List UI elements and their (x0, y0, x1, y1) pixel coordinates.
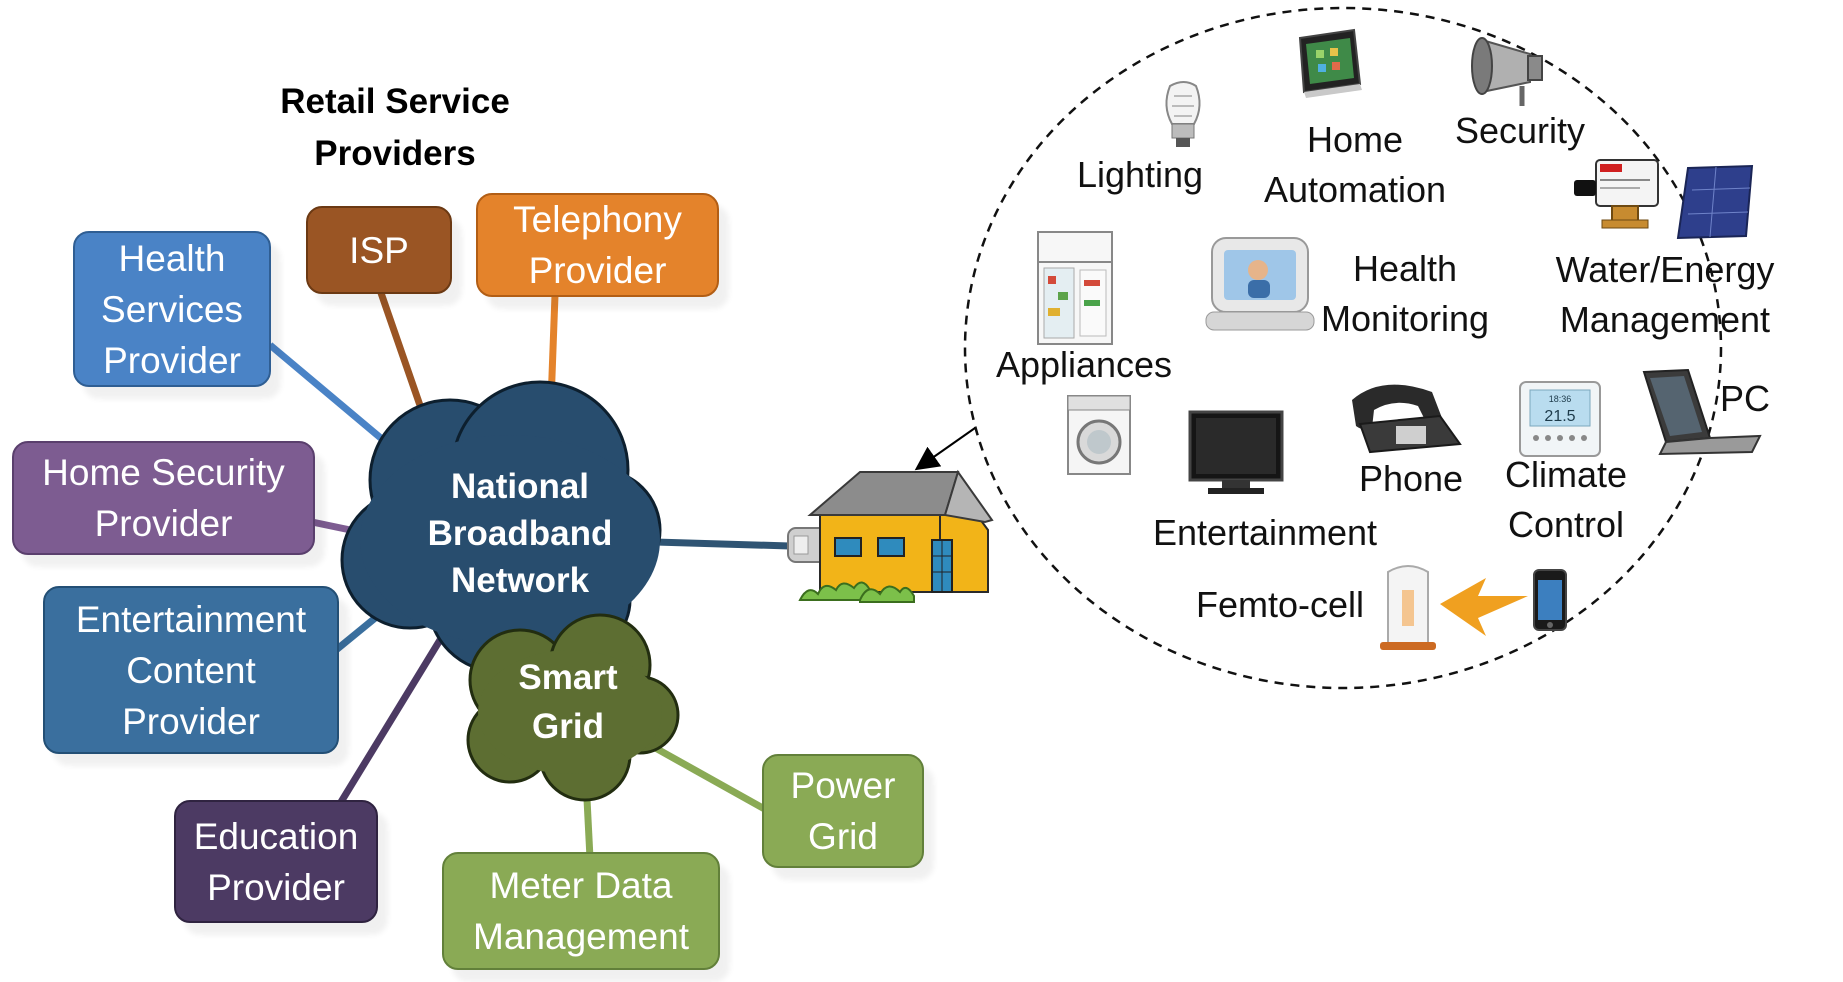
nbn-label-line1: National (451, 467, 589, 506)
thermostat-time: 18:36 (1549, 394, 1572, 404)
smart-grid-label-line2: Grid (532, 707, 604, 746)
power-grid-line1: Power (790, 765, 896, 806)
health-monitoring-line2: Monitoring (1320, 298, 1490, 339)
health-monitoring-line1: Health (1352, 248, 1458, 289)
isp-line1: ISP (349, 229, 409, 271)
home-automation-line1: Home (1306, 119, 1404, 160)
appliances-label: Appliances (984, 340, 1184, 390)
education-line2: Provider (207, 866, 345, 908)
climate-line1: Climate (1504, 454, 1628, 495)
home-network-ellipse (963, 6, 1723, 690)
phone-label: Phone (1346, 454, 1476, 504)
nbn-cloud (340, 380, 662, 674)
smart-grid-cloud (466, 613, 680, 802)
education-line1: Education (193, 815, 359, 857)
water-energy-label: Water/Energy Management (1530, 245, 1800, 345)
water-energy-line2: Management (1559, 299, 1771, 340)
entertainment-content-provider-box: Entertainment Content Provider (43, 586, 339, 754)
meter-data-line2: Management (473, 916, 689, 957)
education-connector (327, 638, 443, 822)
lighting-label: Lighting (1070, 150, 1210, 200)
femtocell-text: Femto-cell (1195, 584, 1365, 625)
house-connector (654, 538, 791, 550)
title-line2: Providers (314, 134, 476, 173)
meter-data-management-box: Meter Data Management (442, 852, 720, 970)
entertainment-device-text: Entertainment (1152, 512, 1378, 553)
thermostat-temp: 21.5 (1544, 408, 1575, 425)
power-grid-box: Power Grid (762, 754, 924, 868)
phone-text: Phone (1358, 458, 1464, 499)
telephony-line1: Telephony (513, 199, 682, 240)
isp-box: ISP (306, 206, 452, 294)
entertainment-line2: Content (126, 649, 256, 691)
home-security-provider-box: Home Security Provider (12, 441, 315, 555)
telephony-provider-box: Telephony Provider (476, 193, 719, 297)
home-automation-line2: Automation (1263, 169, 1447, 210)
smart-grid-label-line1: Smart (518, 658, 618, 697)
health-monitor-icon (1205, 237, 1315, 331)
solar-panel-icon (1676, 164, 1754, 240)
laptop-icon (1642, 368, 1762, 456)
network-terminal-icon (787, 527, 829, 563)
entertainment-line3: Provider (122, 700, 260, 742)
washing-machine-icon (1067, 395, 1131, 475)
water-meter-icon (1574, 159, 1659, 229)
phone-icon (1352, 384, 1462, 454)
home-security-line1: Home Security (42, 452, 285, 493)
health-line2: Services (101, 288, 243, 330)
security-siren-icon (1471, 37, 1543, 106)
home-automation-label: Home Automation (1240, 115, 1470, 215)
smartphone-icon (1533, 569, 1567, 631)
entertainment-device-label: Entertainment (1130, 508, 1400, 558)
femtocell-icon (1380, 565, 1436, 650)
climate-line2: Control (1507, 504, 1625, 545)
nbn-label-line2: Broadband (428, 514, 613, 553)
house-icon (798, 469, 994, 603)
pc-label: PC (1710, 374, 1780, 424)
thermostat-icon: 18:36 21.5 (1519, 381, 1601, 457)
climate-control-label: Climate Control (1486, 450, 1646, 550)
health-monitoring-label: Health Monitoring (1300, 244, 1510, 344)
nbn-label-line3: Network (451, 561, 590, 600)
light-bulb-icon (1165, 81, 1201, 147)
health-line3: Provider (103, 339, 241, 381)
security-label: Security (1440, 106, 1600, 156)
home-security-line2: Provider (94, 503, 233, 544)
television-icon (1188, 410, 1284, 494)
telephony-line2: Provider (528, 250, 667, 291)
tablet-icon (1298, 28, 1362, 98)
pc-text: PC (1719, 378, 1770, 419)
retail-service-providers-title: Retail Service Providers (250, 76, 540, 180)
health-services-provider-box: Health Services Provider (73, 231, 271, 387)
refrigerator-icon (1037, 231, 1113, 345)
water-energy-line1: Water/Energy (1555, 249, 1775, 290)
meter-data-line1: Meter Data (489, 865, 673, 906)
wireless-arrows-icon (1440, 578, 1528, 636)
femtocell-label: Femto-cell (1180, 580, 1380, 630)
health-connector (267, 342, 398, 453)
entertainment-line1: Entertainment (75, 598, 307, 640)
health-line1: Health (118, 237, 226, 279)
lighting-text: Lighting (1076, 154, 1204, 195)
appliances-text: Appliances (995, 344, 1173, 385)
title-line1: Retail Service (280, 82, 510, 121)
zoom-arrow (914, 427, 976, 471)
power-grid-connector (648, 741, 772, 816)
education-provider-box: Education Provider (174, 800, 378, 923)
power-grid-line2: Grid (808, 816, 878, 857)
security-text: Security (1454, 110, 1586, 151)
